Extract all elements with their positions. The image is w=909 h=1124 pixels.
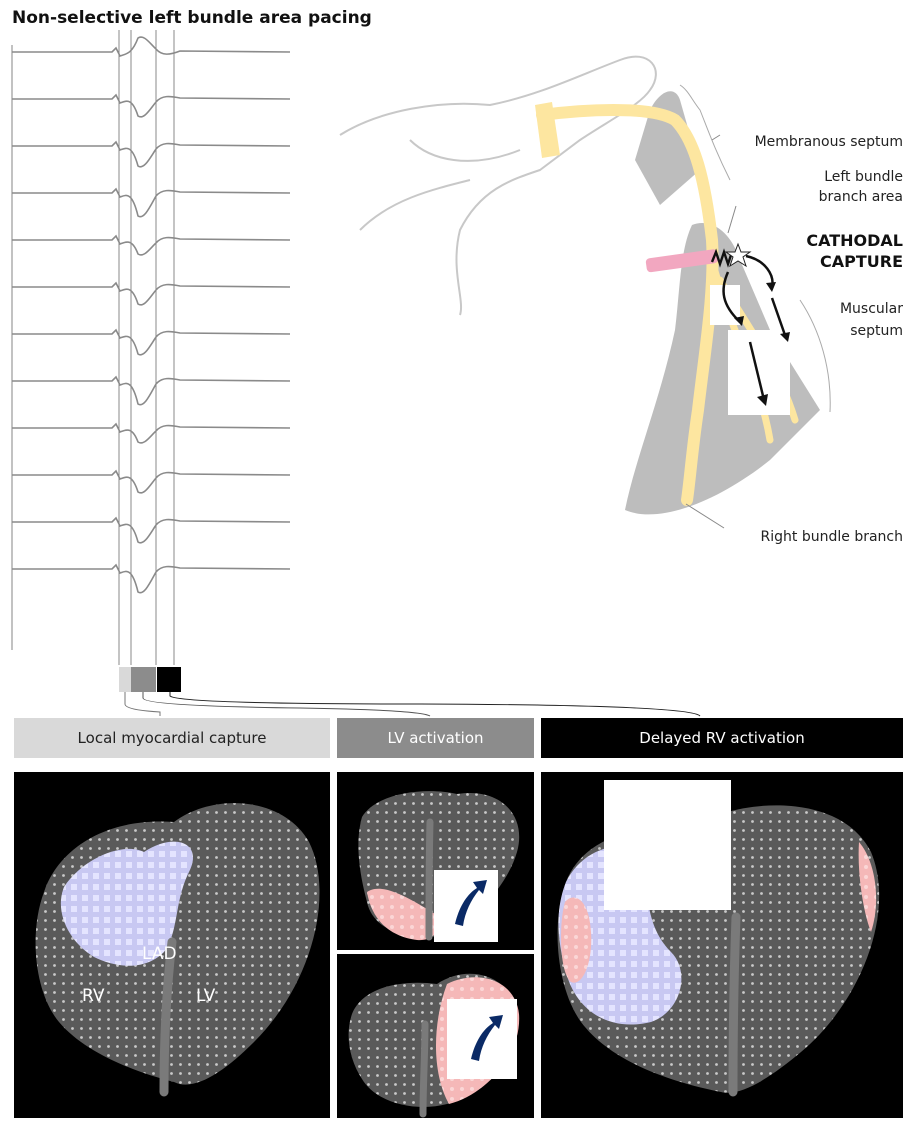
activation-arrow-2-head	[766, 282, 776, 292]
occluding-box-delayed-rv	[604, 780, 731, 910]
label-cathodal-capture: CATHODAL CAPTURE	[806, 230, 903, 272]
heart-map-delayed-rv	[541, 772, 903, 1118]
lad-vessel-delayed-rv	[733, 917, 736, 1092]
figure-title: Non-selective left bundle area pacing	[12, 8, 372, 28]
lad-vessel-lv-late	[423, 1024, 425, 1114]
panel-local-capture: LAD RV LV	[14, 772, 330, 1118]
ecg-leads	[12, 37, 290, 593]
label-membranous-septum: Membranous septum	[755, 133, 903, 151]
label-cathodal-line2: CAPTURE	[806, 251, 903, 272]
ecg-lead-trace	[12, 95, 290, 117]
heart-map-lv-early	[337, 772, 534, 950]
aorta-outline	[340, 57, 656, 315]
panel-delayed-rv	[541, 772, 903, 1118]
atrium-outline	[360, 140, 520, 230]
ecg-lead-trace	[12, 565, 290, 593]
lad-vessel-lv-early	[429, 822, 430, 937]
callout-box-lower	[728, 330, 790, 415]
ecg-lead-trace	[12, 142, 290, 167]
banner-lv-activation: LV activation	[337, 718, 534, 758]
label-muscular-line2: septum	[850, 322, 903, 340]
ecg-lead-trace	[12, 283, 290, 305]
label-left-bundle-line2: branch area	[819, 188, 903, 206]
ecg-lead-trace	[12, 424, 290, 443]
label-muscular-line1: Muscular	[840, 300, 903, 318]
membranous-leader	[712, 135, 720, 140]
label-left-bundle-line1: Left bundle	[824, 168, 903, 186]
heart-map-lv-late	[337, 954, 534, 1118]
ecg-lead-trace	[12, 377, 290, 405]
ecg-lead-trace	[12, 189, 290, 217]
left-bundle-leader	[728, 206, 736, 233]
panel-lv-activation-late	[337, 954, 534, 1118]
ecg-lead-trace	[12, 471, 290, 493]
label-right-bundle-branch: Right bundle branch	[761, 528, 903, 546]
phase-connectors	[0, 660, 909, 720]
label-rv: RV	[82, 986, 105, 1006]
heart-anatomy-diagram	[320, 30, 909, 550]
label-lad: LAD	[142, 944, 177, 964]
panel-lv-activation-early	[337, 772, 534, 950]
ecg-traces	[0, 30, 300, 670]
right-bundle-leader	[686, 504, 724, 528]
label-cathodal-line1: CATHODAL	[806, 230, 903, 251]
ecg-lead-trace	[12, 518, 290, 543]
ecg-lead-trace	[12, 37, 290, 56]
banner-delayed-rv: Delayed RV activation	[541, 718, 903, 758]
ecg-lead-trace	[12, 330, 290, 355]
connector-rv	[170, 692, 700, 716]
banner-local-capture: Local myocardial capture	[14, 718, 330, 758]
ecg-lead-trace	[12, 236, 290, 255]
label-lv: LV	[196, 986, 215, 1006]
